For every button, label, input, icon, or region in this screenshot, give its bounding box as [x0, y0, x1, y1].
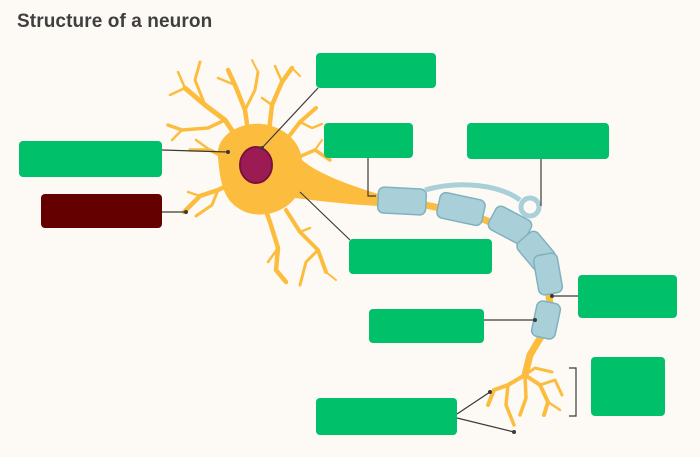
- label-box-dendrites[interactable]: [19, 141, 162, 177]
- schwann-cell: [424, 182, 542, 219]
- myelin-sheath: [376, 186, 564, 340]
- label-box-nucleus[interactable]: [316, 53, 436, 88]
- leader-lines: [161, 87, 578, 433]
- label-box-cell-body[interactable]: [349, 239, 492, 274]
- nucleus: [239, 146, 273, 184]
- label-box-myelin-sheath[interactable]: [369, 309, 484, 343]
- label-box-synaptic-terminals[interactable]: [591, 357, 665, 416]
- label-box-schwann-cell[interactable]: [467, 123, 609, 159]
- label-box-axon-terminals[interactable]: [316, 398, 457, 435]
- axon-terminals: [486, 366, 564, 427]
- label-box-node-of-ranvier[interactable]: [578, 275, 677, 318]
- label-box-axon[interactable]: [324, 123, 413, 158]
- label-box-axon-hillock[interactable]: [41, 194, 162, 228]
- diagram-title: Structure of a neuron: [17, 11, 213, 32]
